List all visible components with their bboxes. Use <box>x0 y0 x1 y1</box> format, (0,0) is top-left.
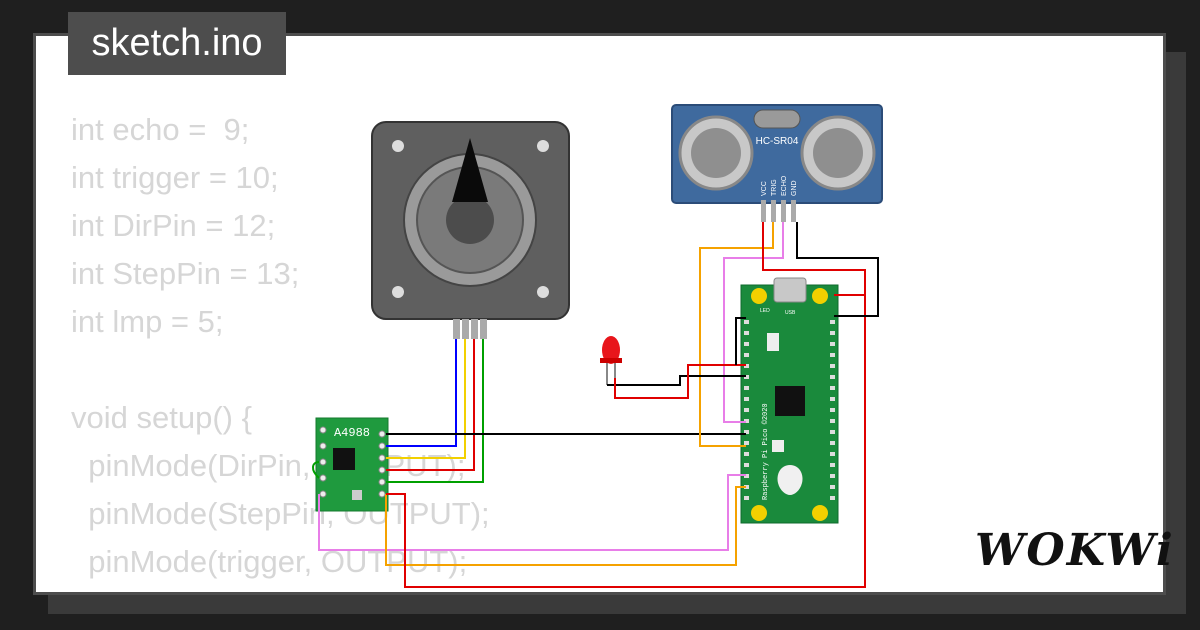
code-line: int echo = 9; <box>71 112 250 147</box>
wire-yellow <box>386 339 466 459</box>
code-line: int StepPin = 13; <box>71 256 300 291</box>
wire-black-led2 <box>735 317 746 365</box>
wire-green <box>386 339 484 483</box>
code-line: pinMode(StepPin, OUTPUT); <box>71 496 490 531</box>
simulation-canvas[interactable]: int echo = 9; int trigger = 10; int DirP… <box>33 33 1166 595</box>
svg-text:VCC: VCC <box>761 181 768 196</box>
pico-label: Raspberry Pi Pico ©2020 <box>761 403 770 500</box>
red-led[interactable] <box>600 336 622 385</box>
wire-orange-driver <box>385 486 746 566</box>
wire-pink-sensor <box>723 222 784 423</box>
wire-black-led <box>607 375 746 386</box>
code-line: int lmp = 5; <box>71 304 224 339</box>
wokwi-logo: WOKWi <box>975 525 1175 576</box>
sensor-label: HC-SR04 <box>756 136 799 147</box>
stepper-motor[interactable] <box>371 121 570 339</box>
pico-led-label: LED <box>760 308 770 314</box>
wire-pink-driver <box>318 474 746 551</box>
raspberry-logo <box>777 465 803 495</box>
svg-text:ECHO: ECHO <box>781 175 788 196</box>
svg-text:TRIG: TRIG <box>771 179 778 196</box>
wire-red-motor <box>386 339 475 471</box>
wire-black-sensor <box>796 222 879 317</box>
wire-orange-sensor <box>699 222 774 447</box>
wire-blue <box>386 339 457 447</box>
raspberry-pi-pico[interactable]: LED USB Raspberry Pi Pico ©2020 <box>740 277 839 524</box>
wire-red-led <box>614 364 746 399</box>
svg-text:GND: GND <box>791 180 798 196</box>
ultrasonic-sensor[interactable]: HC-SR04 VCC TRIG ECHO GND <box>671 104 883 222</box>
a4988-driver[interactable]: A4988 <box>315 417 389 512</box>
file-tab[interactable]: sketch.ino <box>68 12 286 75</box>
driver-label: A4988 <box>334 426 370 440</box>
pico-usb-label: USB <box>785 310 796 316</box>
wire-red-sensor <box>762 222 866 295</box>
code-line: void setup() { <box>71 400 252 435</box>
wires <box>312 222 879 588</box>
wire-red-driver <box>386 294 866 588</box>
wire-green-loop <box>312 461 320 479</box>
code-line: int DirPin = 12; <box>71 208 276 243</box>
code-line: int trigger = 10; <box>71 160 279 195</box>
motor-pointer <box>452 138 488 202</box>
